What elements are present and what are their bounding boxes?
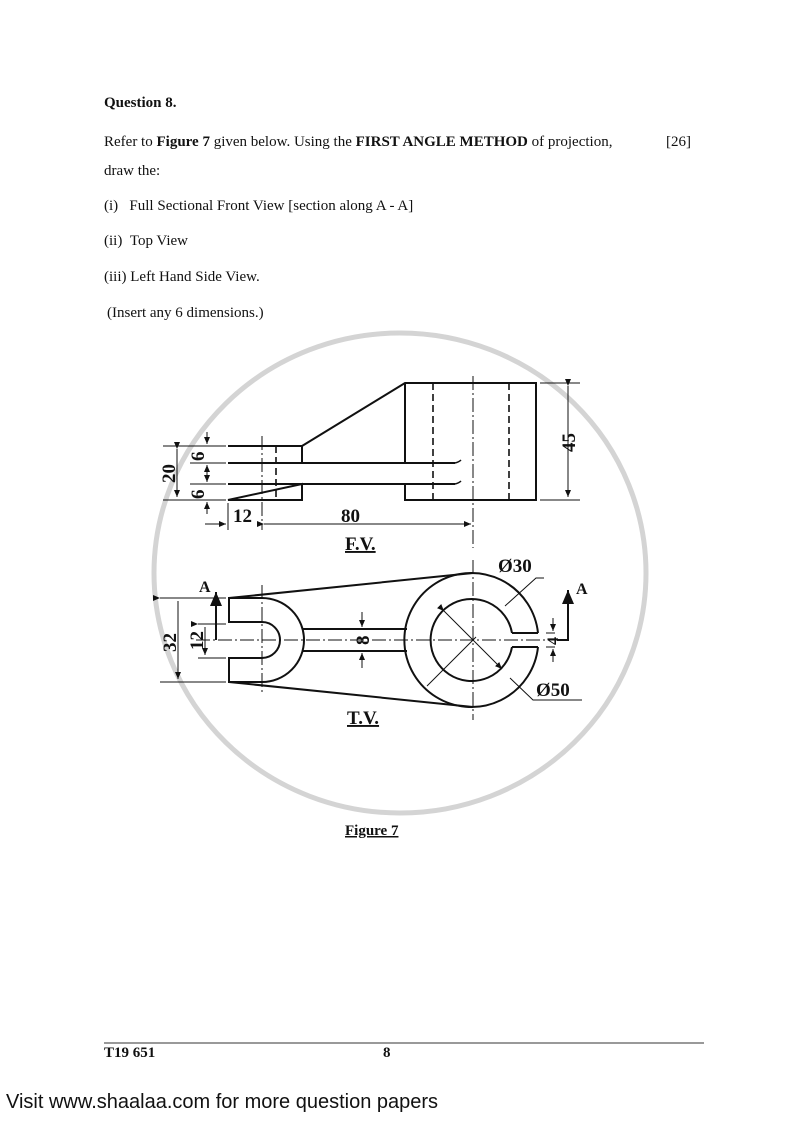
item-text: Full Sectional Front View [section along… xyxy=(129,198,414,214)
marks: [26] xyxy=(666,134,691,150)
intro-figure-ref: Figure 7 xyxy=(156,134,210,150)
question-title: Question 8. xyxy=(104,95,177,112)
dim-6-top: 6 xyxy=(188,452,209,462)
intro-post: of projection, xyxy=(527,134,613,150)
section-a-left: A xyxy=(199,579,211,596)
dim-45: 45 xyxy=(559,433,580,452)
intro-method: FIRST ANGLE METHOD xyxy=(355,134,528,150)
question-title-text: Question 8. xyxy=(104,95,177,111)
footer-divider xyxy=(104,1042,704,1044)
top-view xyxy=(160,560,582,720)
dim-dia50: Ø50 xyxy=(536,680,570,701)
dim-12: 12 xyxy=(233,506,252,527)
dim-20: 20 xyxy=(159,464,180,483)
dim-dia30: Ø30 xyxy=(498,556,532,577)
item-number: (ii) xyxy=(104,233,123,249)
watermark xyxy=(151,330,649,816)
visit-banner: Visit www.shaalaa.com for more question … xyxy=(6,1091,439,1113)
front-view-label: F.V. xyxy=(345,534,376,555)
note: (Insert any 6 dimensions.) xyxy=(107,305,264,321)
page-number: 8 xyxy=(383,1045,391,1061)
section-a-right: A xyxy=(576,581,588,598)
front-view xyxy=(163,376,580,548)
dim-80: 80 xyxy=(341,506,360,527)
item-number: (iii) xyxy=(104,269,127,285)
dim-12-tv: 12 xyxy=(187,631,208,650)
question-intro-line2: draw the: xyxy=(104,163,161,179)
intro-mid: given below. Using the xyxy=(209,134,356,150)
item-2: (ii) Top View xyxy=(104,233,188,250)
intro-pre: Refer to xyxy=(104,134,157,150)
dim-8: 8 xyxy=(353,636,374,646)
footer-code: T19 651 xyxy=(104,1045,156,1061)
dim-32: 32 xyxy=(160,633,181,652)
item-1: (i) Full Sectional Front View [section a… xyxy=(104,198,413,215)
item-text: Top View xyxy=(129,233,189,249)
question-intro: Refer to Figure 7 given below. Using the… xyxy=(104,134,612,151)
item-3: (iii) Left Hand Side View. xyxy=(104,269,260,286)
dim-4: 4 xyxy=(545,637,562,645)
top-view-label: T.V. xyxy=(347,708,379,729)
figure-caption: Figure 7 xyxy=(345,823,399,839)
item-text: Left Hand Side View. xyxy=(130,269,260,285)
dim-6-bottom: 6 xyxy=(188,490,209,500)
item-number: (i) xyxy=(104,198,119,214)
